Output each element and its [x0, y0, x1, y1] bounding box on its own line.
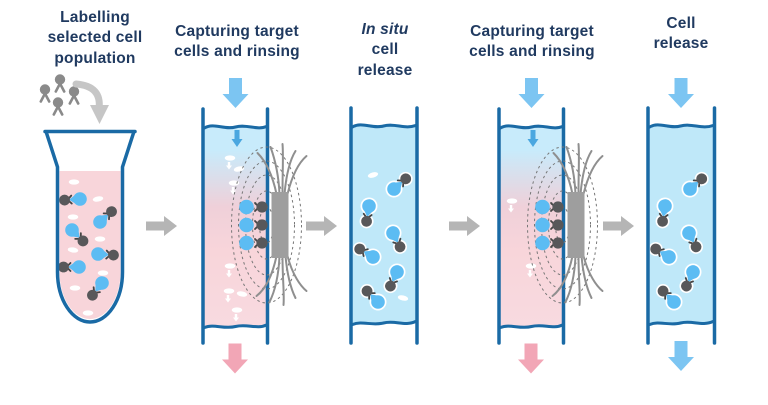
step3-title-rest: cell release: [357, 41, 413, 79]
antibody-icon: [51, 96, 65, 116]
capture-step-1: [201, 78, 308, 374]
release-outflow-arrow-icon: [668, 341, 694, 371]
step4-title: Capturing target cells and rinsing: [469, 23, 595, 61]
released-cells: [349, 168, 416, 314]
in-situ-release-step: [349, 106, 419, 345]
step3-title: In situ cell release: [330, 20, 440, 81]
step3-title-italic: In situ: [361, 21, 409, 38]
inflow-arrow-icon: [668, 78, 694, 108]
antibody-icon: [53, 73, 67, 93]
tube-cells: [57, 179, 121, 316]
rinsed-cells: [506, 198, 537, 278]
captured-cells: [534, 198, 565, 252]
step2-title: Capturing target cells and rinsing: [174, 23, 300, 61]
antibody-icon: [67, 85, 81, 105]
captured-cells: [238, 198, 269, 252]
step5-title: Cell release: [653, 15, 709, 53]
inflow-arrow-icon: [518, 78, 545, 108]
step-arrow-icon: [603, 216, 634, 236]
cell-release-step: [645, 78, 717, 371]
step-arrow-icon: [306, 216, 337, 236]
waste-outflow-arrow-icon: [518, 343, 544, 374]
step1-title: Labelling selected cell population: [47, 9, 143, 67]
capture-step-2: [497, 78, 604, 374]
waste-outflow-arrow-icon: [222, 343, 248, 374]
antibody-icons: [38, 73, 81, 116]
pour-arrow-icon: [72, 80, 109, 124]
step-arrow-icon: [146, 216, 177, 236]
test-tube: [43, 129, 137, 324]
antibody-icon: [38, 83, 52, 103]
step-arrow-icon: [449, 216, 480, 236]
inflow-arrow-icon: [222, 78, 249, 108]
labelling-step: [38, 73, 137, 324]
rinsed-cells: [223, 155, 248, 322]
